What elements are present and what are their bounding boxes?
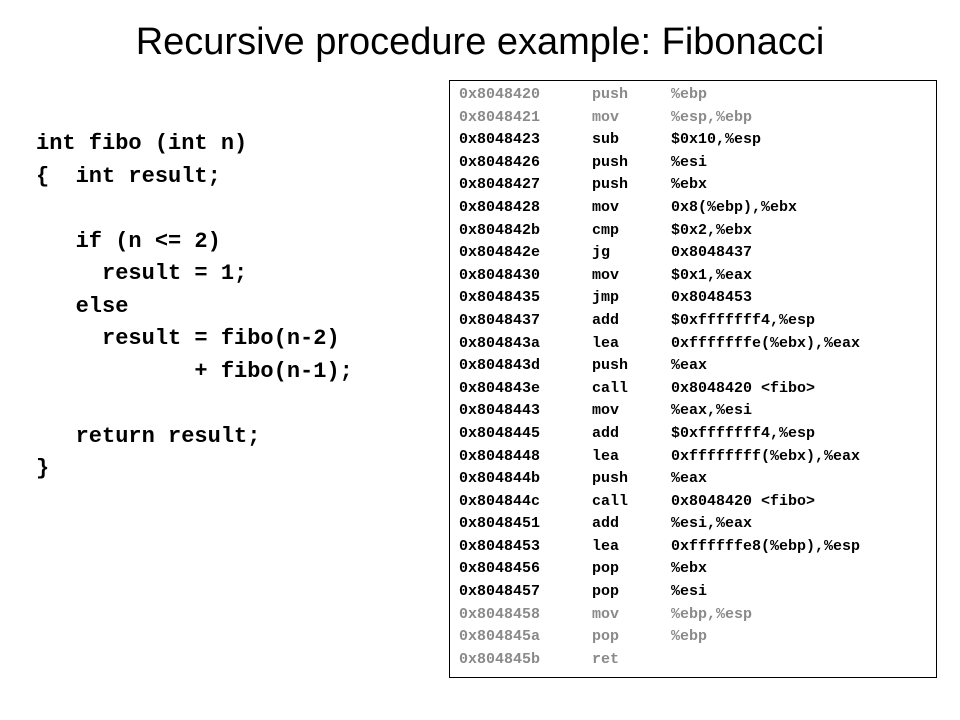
instruction-opcode: add — [592, 515, 620, 533]
instruction-address: 0x804843d — [459, 357, 541, 375]
instruction-operands: 0xffffffe8(%ebp),%esp — [671, 537, 861, 555]
instruction-operands: %esi,%eax — [671, 515, 753, 533]
source-code: int fibo (int n) { int result; if (n <= 2… — [36, 128, 353, 486]
instruction-address: 0x8048445 — [459, 424, 541, 442]
instruction-operands: %eax — [671, 470, 708, 488]
instruction-opcode: push — [592, 470, 629, 488]
instruction-operands: %ebx — [671, 560, 708, 578]
instruction-opcode: mov — [592, 402, 620, 420]
instruction-address: 0x8048448 — [459, 447, 541, 465]
instruction-address: 0x804845b — [459, 650, 541, 668]
source-line: } — [36, 456, 50, 481]
instruction-address: 0x804845a — [459, 628, 541, 646]
instruction-address: 0x8048456 — [459, 560, 541, 578]
source-line: + fibo(n-1); — [36, 358, 353, 384]
instruction-opcode: push — [592, 357, 629, 375]
instruction-opcode: call — [592, 379, 629, 397]
source-line: result = fibo(n-2) — [36, 326, 340, 351]
instruction-address: 0x8048443 — [459, 402, 541, 420]
instruction-opcode: lea — [592, 537, 620, 555]
instruction-opcode: push — [592, 176, 629, 194]
instruction-operands: %ebp — [671, 86, 708, 103]
instruction-address: 0x804843a — [459, 334, 541, 352]
instruction-operands: 0x8(%ebp),%ebx — [671, 198, 798, 216]
instruction-address: 0x8048427 — [459, 176, 541, 194]
source-line — [36, 193, 353, 226]
source-line: return result; — [36, 423, 261, 449]
instruction-address: 0x8048458 — [459, 605, 541, 623]
instruction-opcode: mov — [592, 108, 620, 126]
instruction-operands: $0xfffffff4,%esp — [671, 311, 816, 329]
instruction-operands: $0x10,%esp — [671, 131, 762, 149]
instruction-opcode: mov — [592, 605, 620, 623]
instruction-opcode: push — [592, 153, 629, 171]
instruction-address: 0x804842b — [459, 221, 541, 239]
instruction-operands: %esi — [671, 153, 708, 171]
instruction-address: 0x8048435 — [459, 289, 541, 307]
instruction-opcode: jmp — [592, 289, 620, 307]
source-line: if (n <= 2) — [36, 228, 221, 254]
instruction-opcode: pop — [592, 628, 620, 646]
instruction-opcode: cmp — [592, 221, 620, 239]
instruction-opcode: ret — [592, 650, 620, 668]
instruction-address: 0x8048423 — [459, 131, 541, 149]
instruction-address: 0x8048437 — [459, 311, 541, 329]
instruction-address: 0x8048430 — [459, 266, 541, 284]
source-line: result = 1; — [36, 261, 248, 286]
instruction-opcode: pop — [592, 583, 620, 601]
instruction-address: 0x8048421 — [459, 108, 541, 126]
source-line — [36, 388, 353, 421]
instruction-opcode: push — [592, 86, 629, 103]
instruction-operands: $0x2,%ebx — [671, 221, 753, 239]
instruction-address: 0x804843e — [459, 379, 541, 397]
instruction-address: 0x804844c — [459, 492, 541, 510]
instruction-opcode: lea — [592, 334, 620, 352]
instruction-address: 0x804842e — [459, 244, 541, 262]
instruction-operands: $0xfffffff4,%esp — [671, 424, 816, 442]
instruction-address: 0x804844b — [459, 470, 541, 488]
instruction-opcode: add — [592, 424, 620, 442]
instruction-operands: %ebp — [671, 628, 708, 646]
instruction-address: 0x8048426 — [459, 153, 541, 171]
instruction-operands: 0x8048420 <fibo> — [671, 492, 816, 510]
instruction-opcode: sub — [592, 131, 620, 149]
instruction-opcode: lea — [592, 447, 620, 465]
instruction-address: 0x8048453 — [459, 537, 541, 555]
instruction-operands: 0x8048437 — [671, 244, 753, 262]
source-line: else — [36, 293, 129, 319]
instruction-operands: 0x8048453 — [671, 289, 753, 307]
instruction-opcode: add — [592, 311, 620, 329]
instruction-operands: %ebp,%esp — [671, 605, 753, 623]
instruction-operands: 0xfffffffe(%ebx),%eax — [671, 334, 861, 352]
instruction-operands: %ebx — [671, 176, 708, 194]
instruction-opcode: pop — [592, 560, 620, 578]
instruction-opcode: jg — [592, 244, 611, 262]
instruction-opcode: call — [592, 492, 629, 510]
assembly-panel: 0x8048420 push %ebp 0x8048421 mov %esp,%ebp 0x… — [449, 80, 937, 678]
instruction-opcode: mov — [592, 198, 620, 216]
instruction-address: 0x8048457 — [459, 583, 541, 601]
source-line: { int result; — [36, 163, 221, 189]
instruction-operands: %eax,%esi — [671, 402, 753, 420]
instruction-operands: 0x8048420 <fibo> — [671, 379, 816, 397]
instruction-address: 0x8048428 — [459, 198, 541, 216]
instruction-address: 0x8048420 — [459, 86, 541, 103]
instruction-operands: %eax — [671, 357, 708, 375]
instruction-operands: $0x1,%eax — [671, 266, 753, 284]
slide-title: Recursive procedure example: Fibonacci — [135, 21, 825, 63]
instruction-opcode: mov — [592, 266, 620, 284]
instruction-operands: 0xffffffff(%ebx),%eax — [671, 447, 861, 465]
instruction-address: 0x8048451 — [459, 515, 541, 533]
source-line: int fibo (int n) — [36, 131, 248, 156]
instruction-operands: %esi — [671, 583, 708, 601]
instruction-operands: %esp,%ebp — [671, 108, 753, 126]
